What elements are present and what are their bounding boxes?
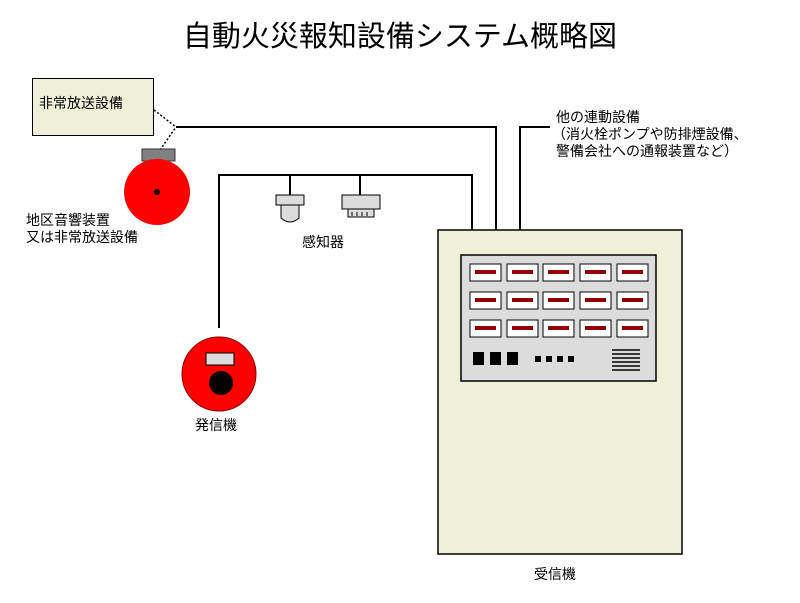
led-1 [535, 356, 541, 362]
switch-2 [490, 352, 501, 365]
switch-1 [473, 352, 484, 365]
indicator-lamp-bar [475, 298, 496, 302]
indicator-lamp-bar [585, 326, 606, 330]
indicator-lamp-bar [622, 298, 643, 302]
broadcast-equipment-box: 非常放送設備 [32, 78, 154, 136]
indicator-lamps [469, 263, 649, 338]
interlock-label-line2: （消火栓ポンプや防排煙設備、 [552, 127, 748, 143]
interlock-wire [519, 126, 550, 230]
led-4 [568, 356, 574, 362]
heat-detector-icon [275, 194, 305, 223]
receiver-panel-icon [437, 229, 683, 555]
led-2 [546, 356, 552, 362]
transmitter-label: 発信機 [195, 418, 237, 434]
sounder-label-line1: 地区音響装置 [26, 213, 110, 229]
indicator-lamp-bar [512, 298, 533, 302]
indicator-lamp-bar [512, 270, 533, 274]
switch-3 [507, 352, 518, 365]
receiver-label: 受信機 [534, 567, 576, 583]
bell-connector [159, 126, 177, 151]
indicator-lamp-bar [548, 298, 569, 302]
broadcast-wire [176, 126, 497, 230]
broadcast-equipment-label: 非常放送設備 [39, 96, 123, 112]
led-3 [557, 356, 563, 362]
smoke-detector-icon [341, 194, 381, 218]
indicator-lamp-bar [512, 326, 533, 330]
wiring-lines [176, 126, 550, 328]
indicator-lamp-bar [475, 326, 496, 330]
area-sounder-icon [124, 148, 190, 225]
indicator-lamp-bar [585, 298, 606, 302]
interlock-label-line3: 警備会社への通報装置など） [556, 144, 738, 160]
detector-wire [218, 174, 473, 328]
detector-label: 感知器 [302, 235, 344, 251]
box-connector [153, 109, 177, 128]
indicator-lamp-bar [548, 270, 569, 274]
indicator-lamp-bar [585, 270, 606, 274]
indicator-lamp-bar [475, 270, 496, 274]
sounder-label-line2: 又は非常放送設備 [26, 230, 138, 246]
interlock-label-line1: 他の連動設備 [556, 110, 640, 126]
speaker-grille-icon [612, 349, 640, 371]
diagram-title: 自動火災報知設備システム概略図 [182, 19, 618, 53]
indicator-lamp-bar [548, 326, 569, 330]
transmitter-icon [181, 336, 257, 412]
indicator-lamp-bar [622, 270, 643, 274]
indicator-lamp-bar [622, 326, 643, 330]
